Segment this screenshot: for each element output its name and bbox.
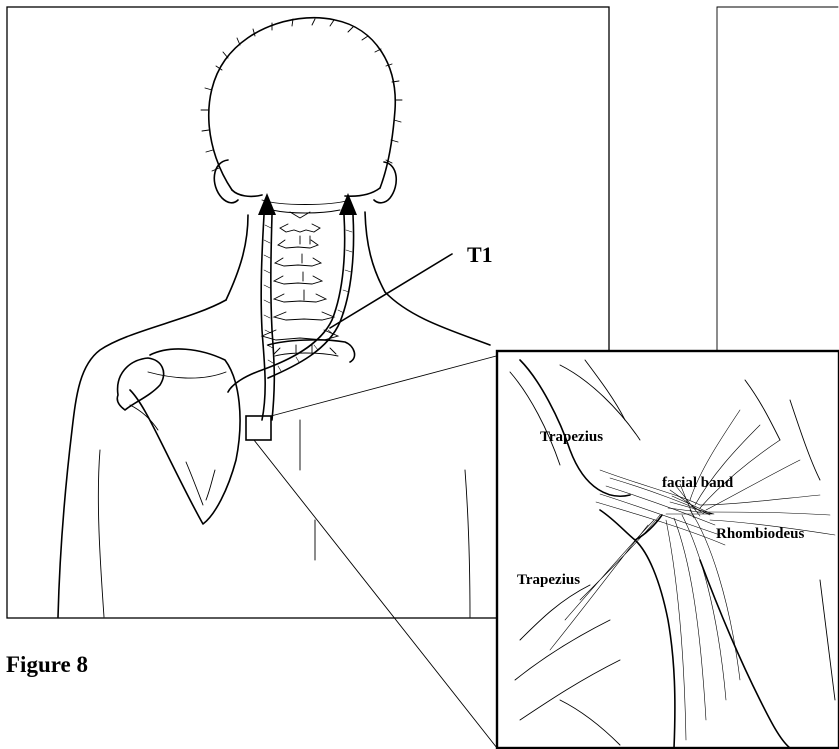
label-trapezius-upper: Trapezius [540, 429, 603, 445]
label-trapezius-lower: Trapezius [517, 572, 580, 588]
label-facial-band: facial band [662, 475, 734, 491]
label-rhombiodeus: Rhombiodeus [716, 526, 805, 542]
figure-caption: Figure 8 [6, 652, 88, 678]
detail-inset: Trapezius facial band Rhombiodeus Trapez… [497, 351, 839, 748]
label-t1: T1 [467, 242, 493, 267]
